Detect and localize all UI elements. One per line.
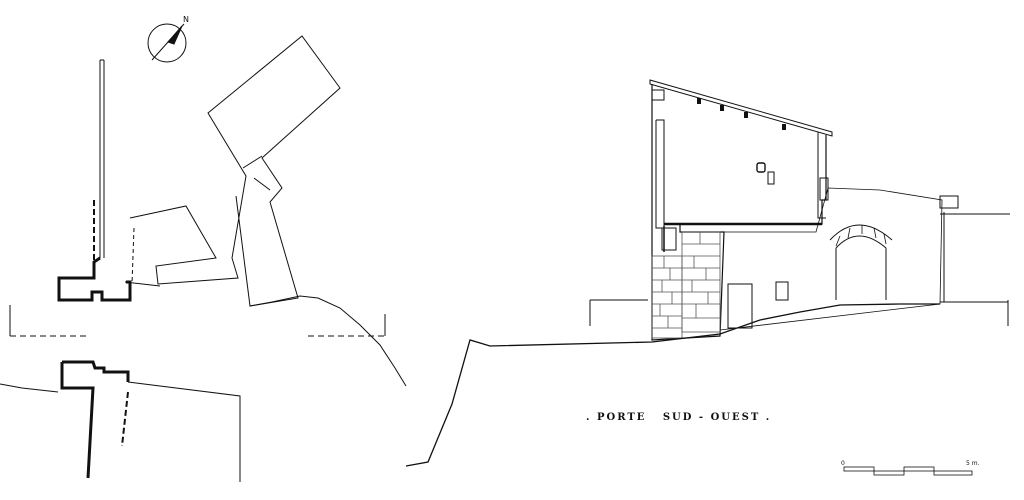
tower-right-corbel	[819, 177, 829, 201]
plan-tower-north	[57, 256, 132, 302]
north-arrow-icon: N	[147, 15, 189, 63]
scale-start-label: 0	[841, 460, 845, 467]
elevation-view	[405, 79, 1010, 467]
plan-ground-contour-lower	[0, 383, 59, 393]
tower-right-pilaster	[817, 132, 826, 219]
scale-end-label: 5 m.	[966, 460, 980, 467]
tower-door-detail	[661, 227, 677, 251]
plan-tower-south	[60, 362, 95, 479]
elevation-ground	[405, 303, 940, 467]
plan-ground-contour	[249, 295, 407, 387]
plan-inner-building	[129, 35, 341, 307]
drawing-title: . PORTE SUD - OUEST .	[586, 412, 772, 423]
tower-small-window	[767, 171, 775, 185]
scale-bar	[843, 466, 973, 476]
tower-niche	[756, 162, 766, 173]
plan-tower-south-dashed	[121, 391, 129, 447]
north-arrow-label: N	[183, 15, 189, 24]
plan-view: N	[0, 15, 407, 482]
tower-left-corbel	[651, 89, 665, 101]
plan-west-wall	[93, 59, 105, 262]
lower-doorway	[727, 283, 753, 329]
right-building-outline	[719, 187, 943, 331]
plan-south-building	[127, 381, 241, 482]
tower-roof	[649, 79, 833, 137]
plan-tower-south-top	[62, 360, 130, 382]
gate-arch-inner	[835, 235, 887, 249]
arch-voussoirs	[835, 225, 887, 247]
lower-window	[775, 281, 789, 301]
section-cut-line	[9, 305, 386, 337]
gate-arch	[829, 224, 893, 241]
tower-openings	[697, 98, 786, 130]
right-building-corbel	[939, 195, 959, 209]
tower-masonry	[651, 231, 721, 339]
tower-left-pilaster	[655, 119, 665, 229]
